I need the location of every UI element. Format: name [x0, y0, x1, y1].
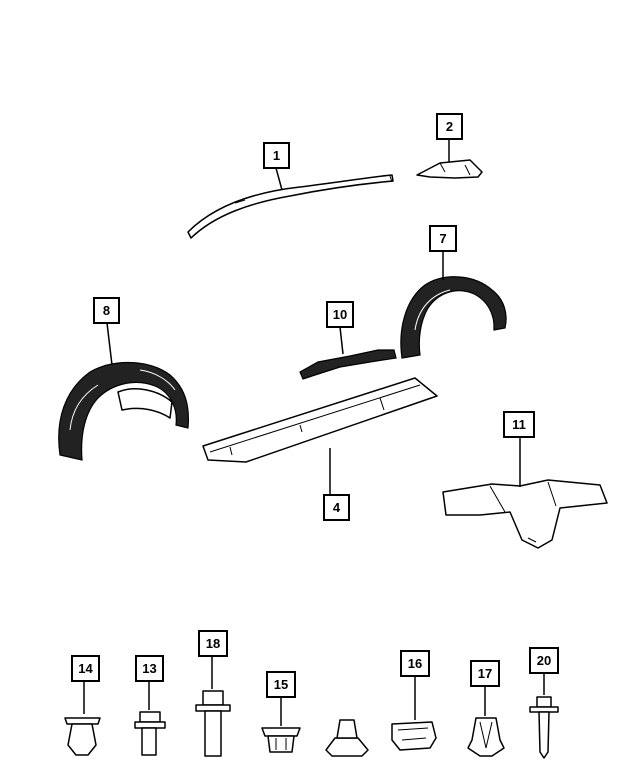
callout-18: 18 [198, 630, 228, 657]
svg-text:13: 13 [142, 661, 156, 676]
part-1-molding [187, 174, 394, 239]
part-8-wheelhouse-liner [58, 362, 190, 461]
svg-text:16: 16 [408, 656, 422, 671]
callout-20: 20 [529, 647, 559, 674]
part-11-bracket [442, 479, 608, 549]
callout-2: 2 [436, 113, 463, 140]
svg-text:20: 20 [537, 653, 551, 668]
svg-text:11: 11 [512, 417, 526, 432]
part-10-bracket [299, 349, 397, 380]
callout-15: 15 [266, 671, 296, 698]
part-20-screw [529, 696, 559, 759]
svg-text:2: 2 [446, 119, 453, 134]
callout-16: 16 [400, 650, 430, 677]
svg-text:18: 18 [206, 636, 220, 651]
callout-11: 11 [503, 411, 535, 438]
svg-text:8: 8 [103, 303, 110, 318]
part-7-wheelhouse-liner [400, 276, 507, 359]
svg-text:15: 15 [274, 677, 288, 692]
callout-1: 1 [263, 142, 290, 169]
svg-text:7: 7 [439, 231, 446, 246]
part-18-bolt [195, 690, 231, 757]
callout-13: 13 [135, 655, 164, 682]
callout-10: 10 [326, 301, 354, 328]
callout-8: 8 [93, 297, 120, 324]
callout-17: 17 [470, 660, 500, 687]
svg-text:17: 17 [478, 666, 492, 681]
part-nut [325, 719, 369, 757]
part-16-clip [391, 721, 437, 751]
part-15-retainer [261, 727, 301, 753]
callout-4: 4 [323, 494, 350, 521]
part-13-bolt [134, 711, 166, 756]
part-4-sill-panel [202, 377, 438, 463]
part-17-push-clip [467, 717, 505, 757]
part-2-end-cap [416, 159, 483, 179]
svg-text:14: 14 [78, 661, 93, 676]
part-14-push-pin [64, 717, 101, 756]
svg-text:1: 1 [273, 148, 280, 163]
callout-14: 14 [71, 655, 100, 682]
callout-7: 7 [429, 225, 457, 252]
svg-text:4: 4 [333, 500, 341, 515]
svg-text:10: 10 [333, 307, 347, 322]
